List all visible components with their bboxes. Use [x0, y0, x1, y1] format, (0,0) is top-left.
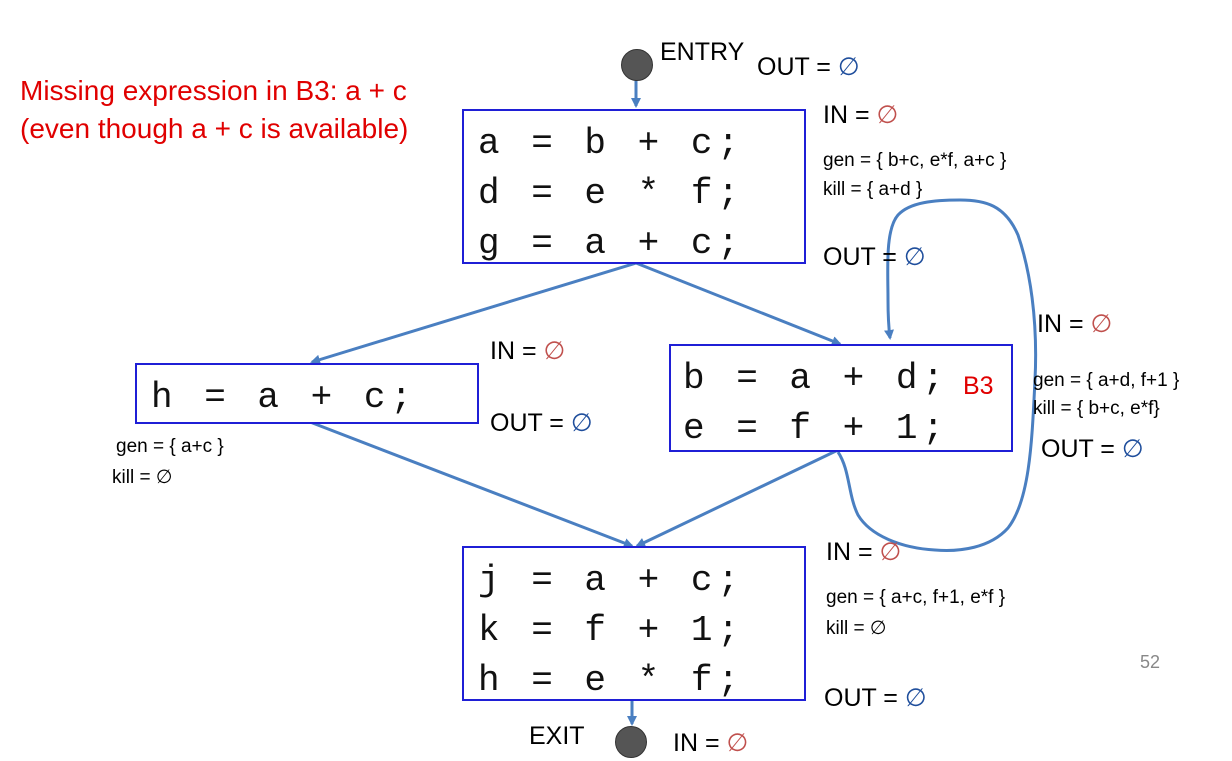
b4-out-value: ∅	[904, 684, 927, 712]
b1-in-value: ∅	[876, 101, 899, 129]
basic-block-b1: a = b + c; d = e * f; g = a + c;	[462, 109, 806, 264]
edge-b3-to-b4	[635, 448, 839, 548]
b2-in-value: ∅	[543, 337, 566, 365]
basic-block-b2: h = a + c;	[135, 363, 479, 424]
b2-kill: kill = ∅	[112, 467, 173, 488]
b1-out-label: OUT =	[823, 243, 897, 271]
b1-kill: kill = { a+d }	[823, 179, 923, 200]
entry-out-value: ∅	[837, 53, 860, 81]
b4-line-3: h = e * f;	[478, 660, 745, 701]
b3-kill: kill = { b+c, e*f}	[1033, 398, 1160, 419]
b4-kill: kill = ∅	[826, 618, 887, 639]
note-line-1: Missing expression in B3: a + c	[20, 75, 407, 106]
b1-line-1: a = b + c;	[478, 123, 745, 164]
edge-b2-to-b4	[309, 420, 634, 548]
b4-in-value: ∅	[879, 538, 902, 566]
b3-line-1: b = a + d;	[683, 358, 950, 399]
basic-block-b3: b = a + d; e = f + 1; B3	[669, 344, 1013, 452]
b3-out: OUT = ∅	[1041, 434, 1144, 464]
b3-out-label: OUT =	[1041, 435, 1115, 463]
loop-edge-b3-to-b3	[836, 198, 1038, 552]
b3-out-value: ∅	[1121, 435, 1144, 463]
page-number: 52	[1140, 652, 1161, 672]
b3-block-name: B3	[963, 372, 994, 400]
b3-in-value: ∅	[1090, 310, 1113, 338]
b1-out: OUT = ∅	[823, 242, 926, 272]
entry-out-label: OUT =	[757, 53, 831, 81]
basic-block-b4: j = a + c; k = f + 1; h = e * f;	[462, 546, 806, 701]
b3-line-2: e = f + 1;	[683, 408, 950, 449]
b3-gen: gen = { a+d, f+1 }	[1033, 370, 1180, 391]
edge-b1-to-b2	[310, 261, 637, 365]
b3-in-label: IN =	[1037, 310, 1084, 338]
b1-out-value: ∅	[903, 243, 926, 271]
b4-gen: gen = { a+c, f+1, e*f }	[826, 587, 1006, 608]
b2-out-value: ∅	[570, 409, 593, 437]
b4-in: IN = ∅	[826, 537, 901, 567]
b2-out-label: OUT =	[490, 409, 564, 437]
b4-out: OUT = ∅	[824, 683, 927, 713]
b1-in: IN = ∅	[823, 100, 898, 130]
edge-b1-to-b3	[635, 261, 842, 346]
exit-in: IN = ∅	[673, 728, 748, 758]
b1-in-label: IN =	[823, 101, 870, 129]
b4-in-label: IN =	[826, 538, 873, 566]
exit-label: EXIT	[529, 722, 585, 750]
b1-line-2: d = e * f;	[478, 173, 745, 214]
exit-in-value: ∅	[726, 729, 749, 757]
b2-out: OUT = ∅	[490, 408, 593, 438]
b4-line-2: k = f + 1;	[478, 610, 745, 651]
exit-node	[615, 726, 647, 758]
entry-label: ENTRY	[660, 38, 745, 66]
exit-in-label: IN =	[673, 729, 720, 757]
b1-gen: gen = { b+c, e*f, a+c }	[823, 150, 1007, 171]
b2-line-1: h = a + c;	[151, 377, 418, 418]
b3-in: IN = ∅	[1037, 309, 1112, 339]
b2-in-label: IN =	[490, 337, 537, 365]
b1-line-3: g = a + c;	[478, 223, 745, 264]
b4-out-label: OUT =	[824, 684, 898, 712]
note-line-2: (even though a + c is available)	[20, 113, 409, 144]
b4-line-1: j = a + c;	[478, 560, 745, 601]
b2-gen: gen = { a+c }	[116, 436, 224, 457]
entry-out: OUT = ∅	[757, 52, 860, 82]
b2-in: IN = ∅	[490, 336, 565, 366]
entry-node	[621, 49, 653, 81]
